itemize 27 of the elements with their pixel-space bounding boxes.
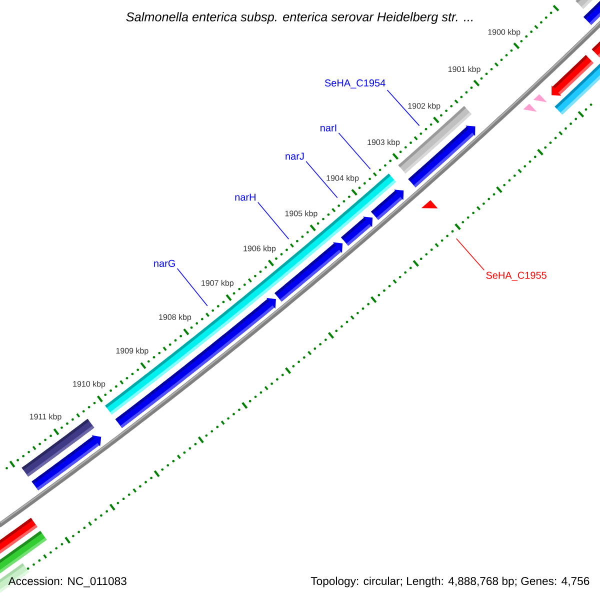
- tick-label: 1901 kbp: [448, 66, 480, 74]
- tick-label: 1904 kbp: [326, 175, 359, 182]
- gene-label: SeHA_C1955: [486, 272, 546, 281]
- accession-label: Accession: NC_011083: [8, 576, 126, 588]
- tick-label: 1908 kbp: [159, 314, 192, 322]
- tick-label: 1911 kbp: [30, 414, 62, 422]
- tick-label: 1903 kbp: [368, 139, 400, 147]
- map-title: Salmonella enterica subsp. enterica serovar Heidelberg str. ...: [126, 12, 473, 24]
- gene-label: narJ: [286, 152, 304, 160]
- tick-label: 1905 kbp: [285, 210, 318, 218]
- leader-line: [456, 238, 485, 271]
- leader-line: [338, 132, 371, 170]
- tick-label: 1900 kbp: [488, 29, 520, 36]
- leader-line: [257, 202, 290, 240]
- tick-label: 1906 kbp: [244, 245, 276, 253]
- tick-label: 1909 kbp: [116, 348, 148, 356]
- gene-label: narI: [320, 124, 336, 132]
- gene-label: narG: [154, 260, 175, 267]
- gene-label: SeHA_C1954: [324, 79, 386, 88]
- leader-line: [176, 268, 208, 306]
- tick-label: 1902 kbp: [408, 102, 440, 110]
- gene-label: narH: [235, 194, 256, 201]
- leader-line: [386, 90, 420, 126]
- map-info-text: Topology: circular; Length: 4,888,768 bp; Genes: 4,756: [310, 576, 590, 588]
- tick-label: 1910 kbp: [73, 380, 106, 388]
- tick-label: 1907 kbp: [202, 280, 234, 288]
- leader-line: [306, 160, 338, 198]
